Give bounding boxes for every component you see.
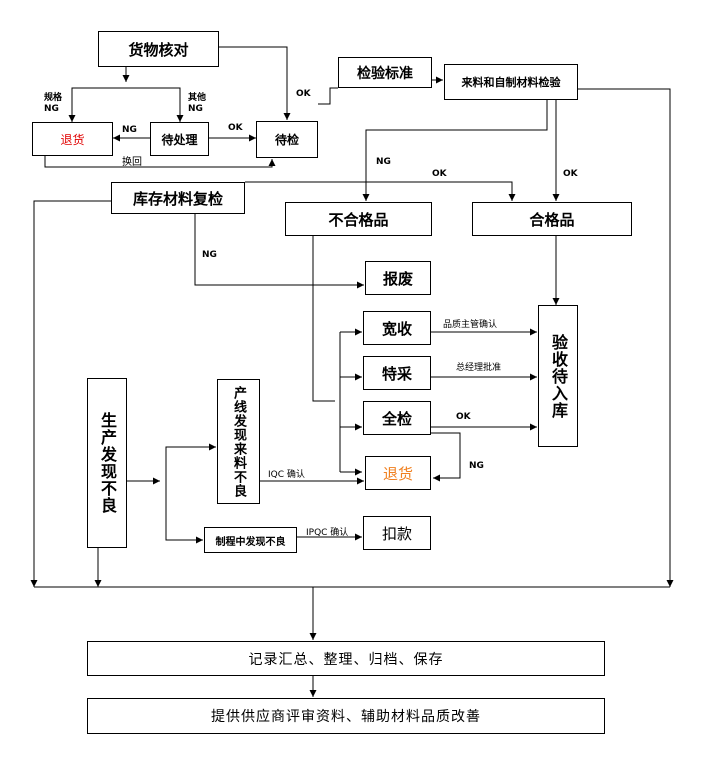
split-to-pending-line	[126, 87, 184, 122]
incoming-inspection-box: 来料和自制材料检验	[444, 64, 578, 100]
gm-approval-label: 总经理批准	[456, 363, 502, 373]
spec-ng-label-1: 规格	[44, 93, 63, 103]
nonconforming-box: 不合格品	[285, 202, 432, 236]
swap-back-label: 换回	[122, 157, 142, 168]
accept-pending-store-box: 验收待入库	[538, 305, 578, 447]
incoming-right-line	[578, 88, 674, 587]
ng-incoming-label: NG	[376, 157, 391, 167]
production-issue-box: 生产发现不良	[87, 378, 127, 548]
spec-ng-label-2: NG	[44, 104, 59, 114]
ok-goods-label: OK	[296, 89, 311, 99]
split-up-to-line-bad	[165, 443, 216, 481]
other-ng-label-1: 其他	[188, 93, 207, 103]
supplier-review-box: 提供供应商评审资料、辅助材料品质改善	[87, 698, 605, 734]
goods-check-box: 货物核对	[98, 31, 219, 67]
ok-incoming-label: OK	[563, 169, 578, 179]
ipqc-confirm-label: IPQC 确认	[306, 528, 349, 538]
ok-pending-label: OK	[228, 123, 243, 133]
nonconforming-down-line	[312, 236, 335, 402]
concession-box: 宽收	[363, 311, 431, 345]
stock-left-line	[30, 200, 111, 587]
ok-full-label: OK	[456, 412, 471, 422]
deduction-box: 扣款	[363, 516, 431, 550]
stock-recheck-box: 库存材料复检	[111, 182, 245, 214]
special-purchase-box: 特采	[363, 356, 431, 390]
return-bottom-box: 退货	[365, 456, 431, 490]
full-ng-to-return-line	[431, 432, 461, 482]
record-archive-box: 记录汇总、整理、归档、保存	[87, 641, 605, 676]
ng-full-label: NG	[469, 461, 484, 471]
ng-return-label: NG	[122, 125, 137, 135]
full-inspection-box: 全检	[363, 401, 431, 435]
ng-stock-label: NG	[202, 250, 217, 260]
stock-to-conforming-line	[245, 181, 516, 201]
pending-box: 待处理	[150, 122, 209, 156]
line-material-bad-box: 产线发现来料不良	[217, 379, 260, 504]
return-swap-back-line	[44, 156, 276, 168]
goods-ok-to-await-line	[219, 46, 291, 120]
split-to-return-line	[68, 87, 126, 122]
process-bad-box: 制程中发现不良	[204, 527, 297, 553]
incoming-to-nonconforming-line	[362, 100, 548, 201]
await-inspection-box: 待检	[256, 121, 318, 158]
conforming-box: 合格品	[472, 202, 632, 236]
iqc-confirm-label: IQC 确认	[268, 470, 305, 480]
split-down-to-process-bad	[165, 481, 203, 544]
stock-ng-to-scrap-line	[194, 214, 364, 289]
qa-manager-confirm-label: 品质主管确认	[443, 320, 498, 330]
ok-stock-label: OK	[432, 169, 447, 179]
return-top-box: 退货	[32, 122, 113, 156]
await-to-standard-line	[318, 87, 338, 105]
scrap-box: 报废	[365, 261, 431, 295]
inspection-standard-box: 检验标准	[338, 57, 432, 88]
other-ng-label-2: NG	[188, 104, 203, 114]
